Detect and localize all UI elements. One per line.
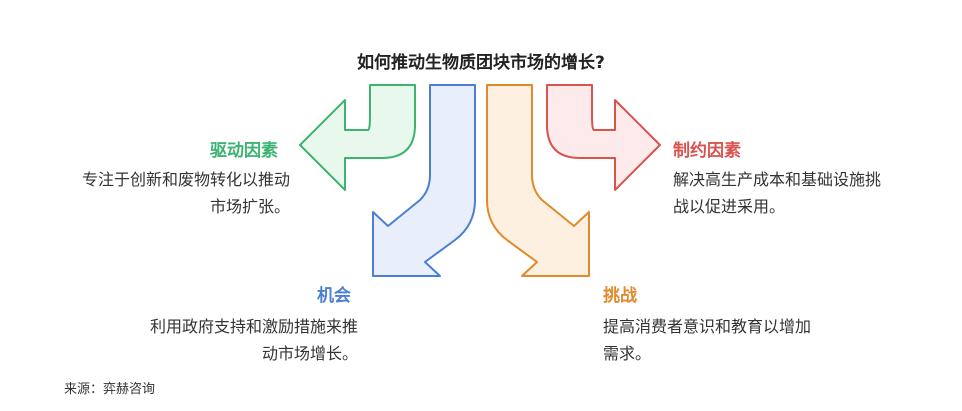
challenges-arrow [486,84,590,277]
drivers-arrow [299,84,416,191]
source-note: 来源：弈赫咨询 [64,382,156,397]
challenges-title: 挑战 [603,286,637,306]
diagram-title: 如何推动生物质团块市场的增长? [357,53,605,73]
opportunities-desc-line-2: 动市场增长。 [261,344,358,363]
constraints-title: 制约因素 [673,141,741,161]
drivers-desc-line-1: 专注于创新和废物转化以推动 [81,170,290,189]
drivers-description: 专注于创新和废物转化以推动 市场扩张。 [28,166,290,220]
opportunities-description: 利用政府支持和激励措施来推 动市场增长。 [96,313,358,367]
constraints-desc-line-2: 战以促进采用。 [673,197,786,216]
opportunities-title: 机会 [317,286,351,306]
constraints-arrow [546,84,661,191]
opportunities-desc-line-1: 利用政府支持和激励措施来推 [149,317,358,336]
challenges-description: 提高消费者意识和教育以增加 需求。 [603,313,873,367]
opportunities-arrow [372,84,476,277]
constraints-description: 解决高生产成本和基础设施挑 战以促进采用。 [673,166,943,220]
challenges-desc-line-1: 提高消费者意识和教育以增加 [603,317,812,336]
drivers-desc-line-2: 市场扩张。 [209,197,290,216]
constraints-desc-line-1: 解决高生产成本和基础设施挑 [673,170,882,189]
drivers-title: 驱动因素 [210,141,278,161]
challenges-desc-line-2: 需求。 [603,344,652,363]
